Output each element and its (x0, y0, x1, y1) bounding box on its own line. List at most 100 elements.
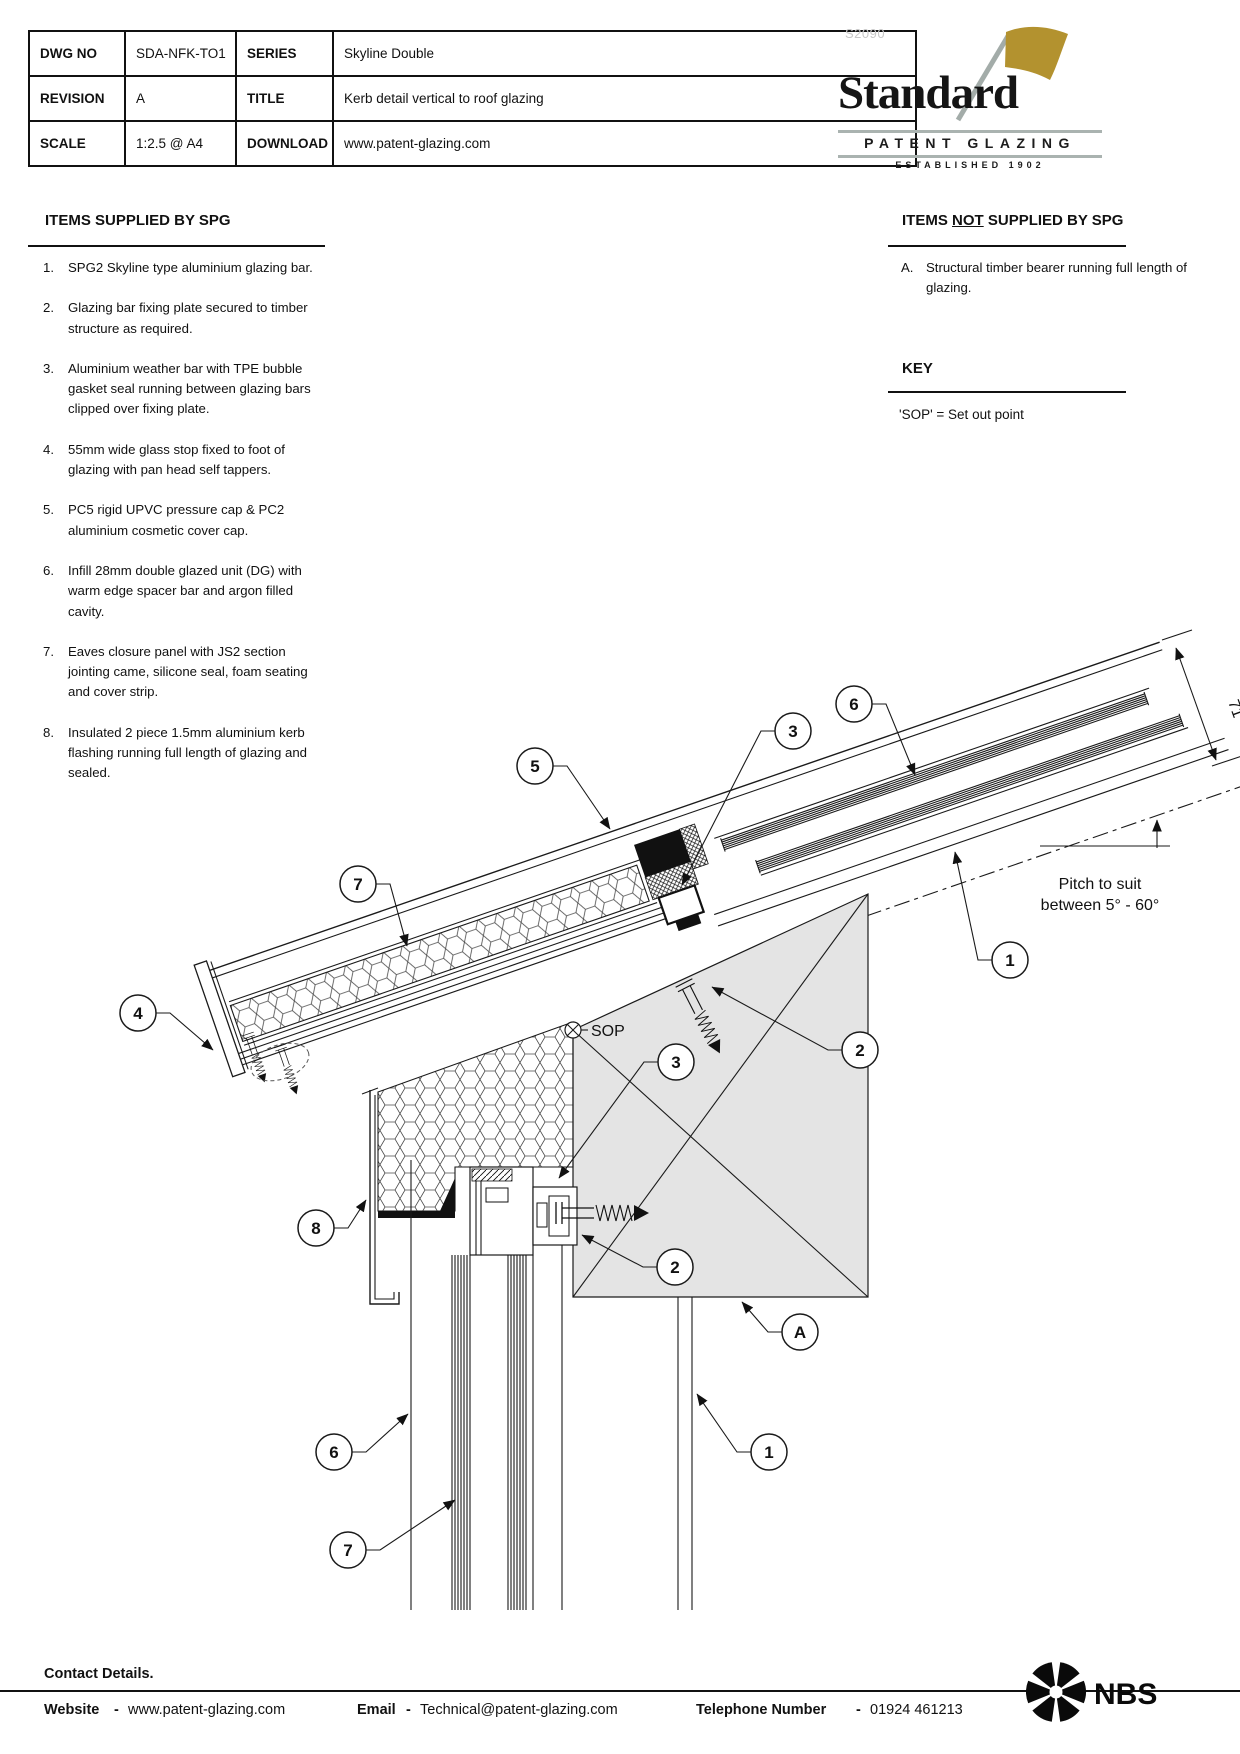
balloon-item-2-lower: 2 (656, 1248, 694, 1286)
phone-value: 01924 461213 (870, 1702, 963, 1718)
pitch-note-line1: Pitch to suit (1059, 876, 1142, 893)
list-item: 3. Aluminium weather bar with TPE bubble… (43, 359, 323, 420)
item-text: PC5 rigid UPVC pressure cap & PC2 alumin… (68, 502, 285, 538)
pressure-cap-lines (204, 641, 1163, 981)
download-url: www.patent-glazing.com (332, 120, 917, 167)
logo-rule-bottom (838, 155, 1102, 158)
watermark-code: S2090 (845, 26, 886, 41)
list-item: A. Structural timber bearer running full… (901, 258, 1201, 299)
nbs-logo: NBS (1026, 1660, 1206, 1732)
balloon-item-8: 8 (297, 1209, 335, 1247)
balloon-item-3-upper: 3 (774, 712, 812, 750)
balloon-item-1-upper: 1 (991, 941, 1029, 979)
item-text: Glazing bar fixing plate secured to timb… (68, 300, 308, 336)
item-text: Structural timber bearer running full le… (926, 260, 1187, 296)
separator: - (406, 1702, 411, 1718)
balloon-item-6-upper: 6 (835, 685, 873, 723)
svg-text:3: 3 (671, 1053, 680, 1072)
list-item: 2. Glazing bar fixing plate secured to t… (43, 298, 323, 339)
centre-dashdot-line (809, 761, 1240, 937)
svg-text:5: 5 (530, 757, 539, 776)
titleblock-value: 1:2.5 @ A4 (124, 120, 237, 167)
title-block: DWG NO SDA-NFK-TO1 SERIES Skyline Double… (28, 30, 917, 167)
mullion-head-assembly (469, 1166, 578, 1256)
logo-rule-top (838, 130, 1102, 133)
titleblock-label: TITLE (235, 75, 334, 122)
eaves-closure-panel-hex (228, 858, 664, 1056)
supplied-items-list: 1. SPG2 Skyline type aluminium glazing b… (43, 258, 323, 804)
supplied-rule (28, 245, 325, 247)
item-text: Insulated 2 piece 1.5mm aluminium kerb f… (68, 724, 308, 781)
balloon-item-a: A (781, 1313, 819, 1351)
balloon-item-5: 5 (516, 747, 554, 785)
item-number: 5. (43, 502, 54, 518)
item-letter: A. (901, 260, 914, 275)
logo-established: ESTABLISHED 1902 (895, 160, 1045, 170)
timber-bearer (572, 893, 869, 1298)
svg-text:6: 6 (849, 695, 858, 714)
svg-text:7: 7 (343, 1541, 352, 1560)
footer-rule (0, 1690, 1240, 1692)
list-item: 8. Insulated 2 piece 1.5mm aluminium ker… (43, 723, 323, 784)
spg-logo: Standard PATENT GLAZING ESTABLISHED 1902 (830, 26, 1110, 176)
item-text: Eaves closure panel with JS2 section joi… (68, 643, 308, 700)
balloon-item-7-upper: 7 (339, 865, 377, 903)
balloon-item-4: 4 (119, 994, 157, 1032)
separator: - (114, 1702, 119, 1718)
heading-text: ITEMS (902, 212, 953, 229)
glazing-bar-elevation-band (713, 737, 1229, 927)
dimension-71-label: 71 (1224, 698, 1240, 721)
svg-text:A: A (794, 1323, 806, 1342)
double-glazed-unit-slope (714, 687, 1189, 876)
email-label: Email (357, 1702, 396, 1718)
not-supplied-items-list: A. Structural timber bearer running full… (901, 258, 1201, 319)
item-number: 6. (43, 562, 54, 578)
item-number: 3. (43, 360, 54, 376)
key-rule (888, 391, 1126, 393)
item-text: Aluminium weather bar with TPE bubble ga… (68, 360, 311, 417)
key-heading: KEY (902, 360, 933, 377)
titleblock-value: A (124, 75, 237, 122)
list-item: 4. 55mm wide glass stop fixed to foot of… (43, 440, 323, 481)
titleblock-label: SERIES (235, 30, 334, 77)
email-value: Technical@patent-glazing.com (420, 1702, 618, 1718)
glass-stop-screws (241, 1031, 310, 1097)
titleblock-label: DOWNLOAD (235, 120, 334, 167)
item-text: Infill 28mm double glazed unit (DG) with… (68, 562, 302, 619)
nbs-flower-icon: NBS (1026, 1662, 1157, 1722)
svg-text:8: 8 (311, 1219, 320, 1238)
balloon-item-1-lower: 1 (750, 1433, 788, 1471)
svg-text:4: 4 (133, 1004, 143, 1023)
pitch-annotation: Pitch to suit between 5° - 60° (1040, 819, 1170, 914)
titleblock-label: REVISION (28, 75, 126, 122)
logo-name: Standard (838, 67, 1019, 119)
svg-text:3: 3 (788, 722, 797, 741)
sop-marker: SOP (564, 1021, 625, 1040)
sloped-glazing-assembly (193, 641, 1240, 1078)
svg-text:1: 1 (764, 1443, 773, 1462)
dimension-71: 71 (1161, 629, 1240, 767)
balloon-item-3-lower: 3 (657, 1043, 695, 1081)
website-value: www.patent-glazing.com (128, 1702, 286, 1718)
titleblock-value: SDA-NFK-TO1 (124, 30, 237, 77)
supplied-heading: ITEMS SUPPLIED BY SPG (45, 212, 231, 229)
not-supplied-rule (888, 245, 1126, 247)
svg-text:6: 6 (329, 1443, 338, 1462)
logo-flag-icon (955, 26, 1068, 122)
heading-text: SUPPLIED BY SPG (983, 212, 1124, 229)
balloon-item-2-upper: 2 (841, 1031, 879, 1069)
svg-text:2: 2 (855, 1041, 864, 1060)
not-supplied-heading: ITEMS NOT SUPPLIED BY SPG (902, 212, 1123, 229)
item-number: 8. (43, 724, 54, 740)
list-item: 1. SPG2 Skyline type aluminium glazing b… (43, 258, 323, 278)
titleblock-label: SCALE (28, 120, 126, 167)
item-number: 2. (43, 300, 54, 316)
balloon-item-6-lower: 6 (315, 1433, 353, 1471)
item-number: 4. (43, 441, 54, 457)
svg-text:7: 7 (353, 875, 362, 894)
balloon-leader-lines (156, 703, 992, 1551)
titleblock-value: Kerb detail vertical to roof glazing (332, 75, 917, 122)
titleblock-label: DWG NO (28, 30, 126, 77)
heading-not-underlined: NOT (952, 212, 984, 229)
kerb-flashing-profile (361, 1087, 400, 1305)
